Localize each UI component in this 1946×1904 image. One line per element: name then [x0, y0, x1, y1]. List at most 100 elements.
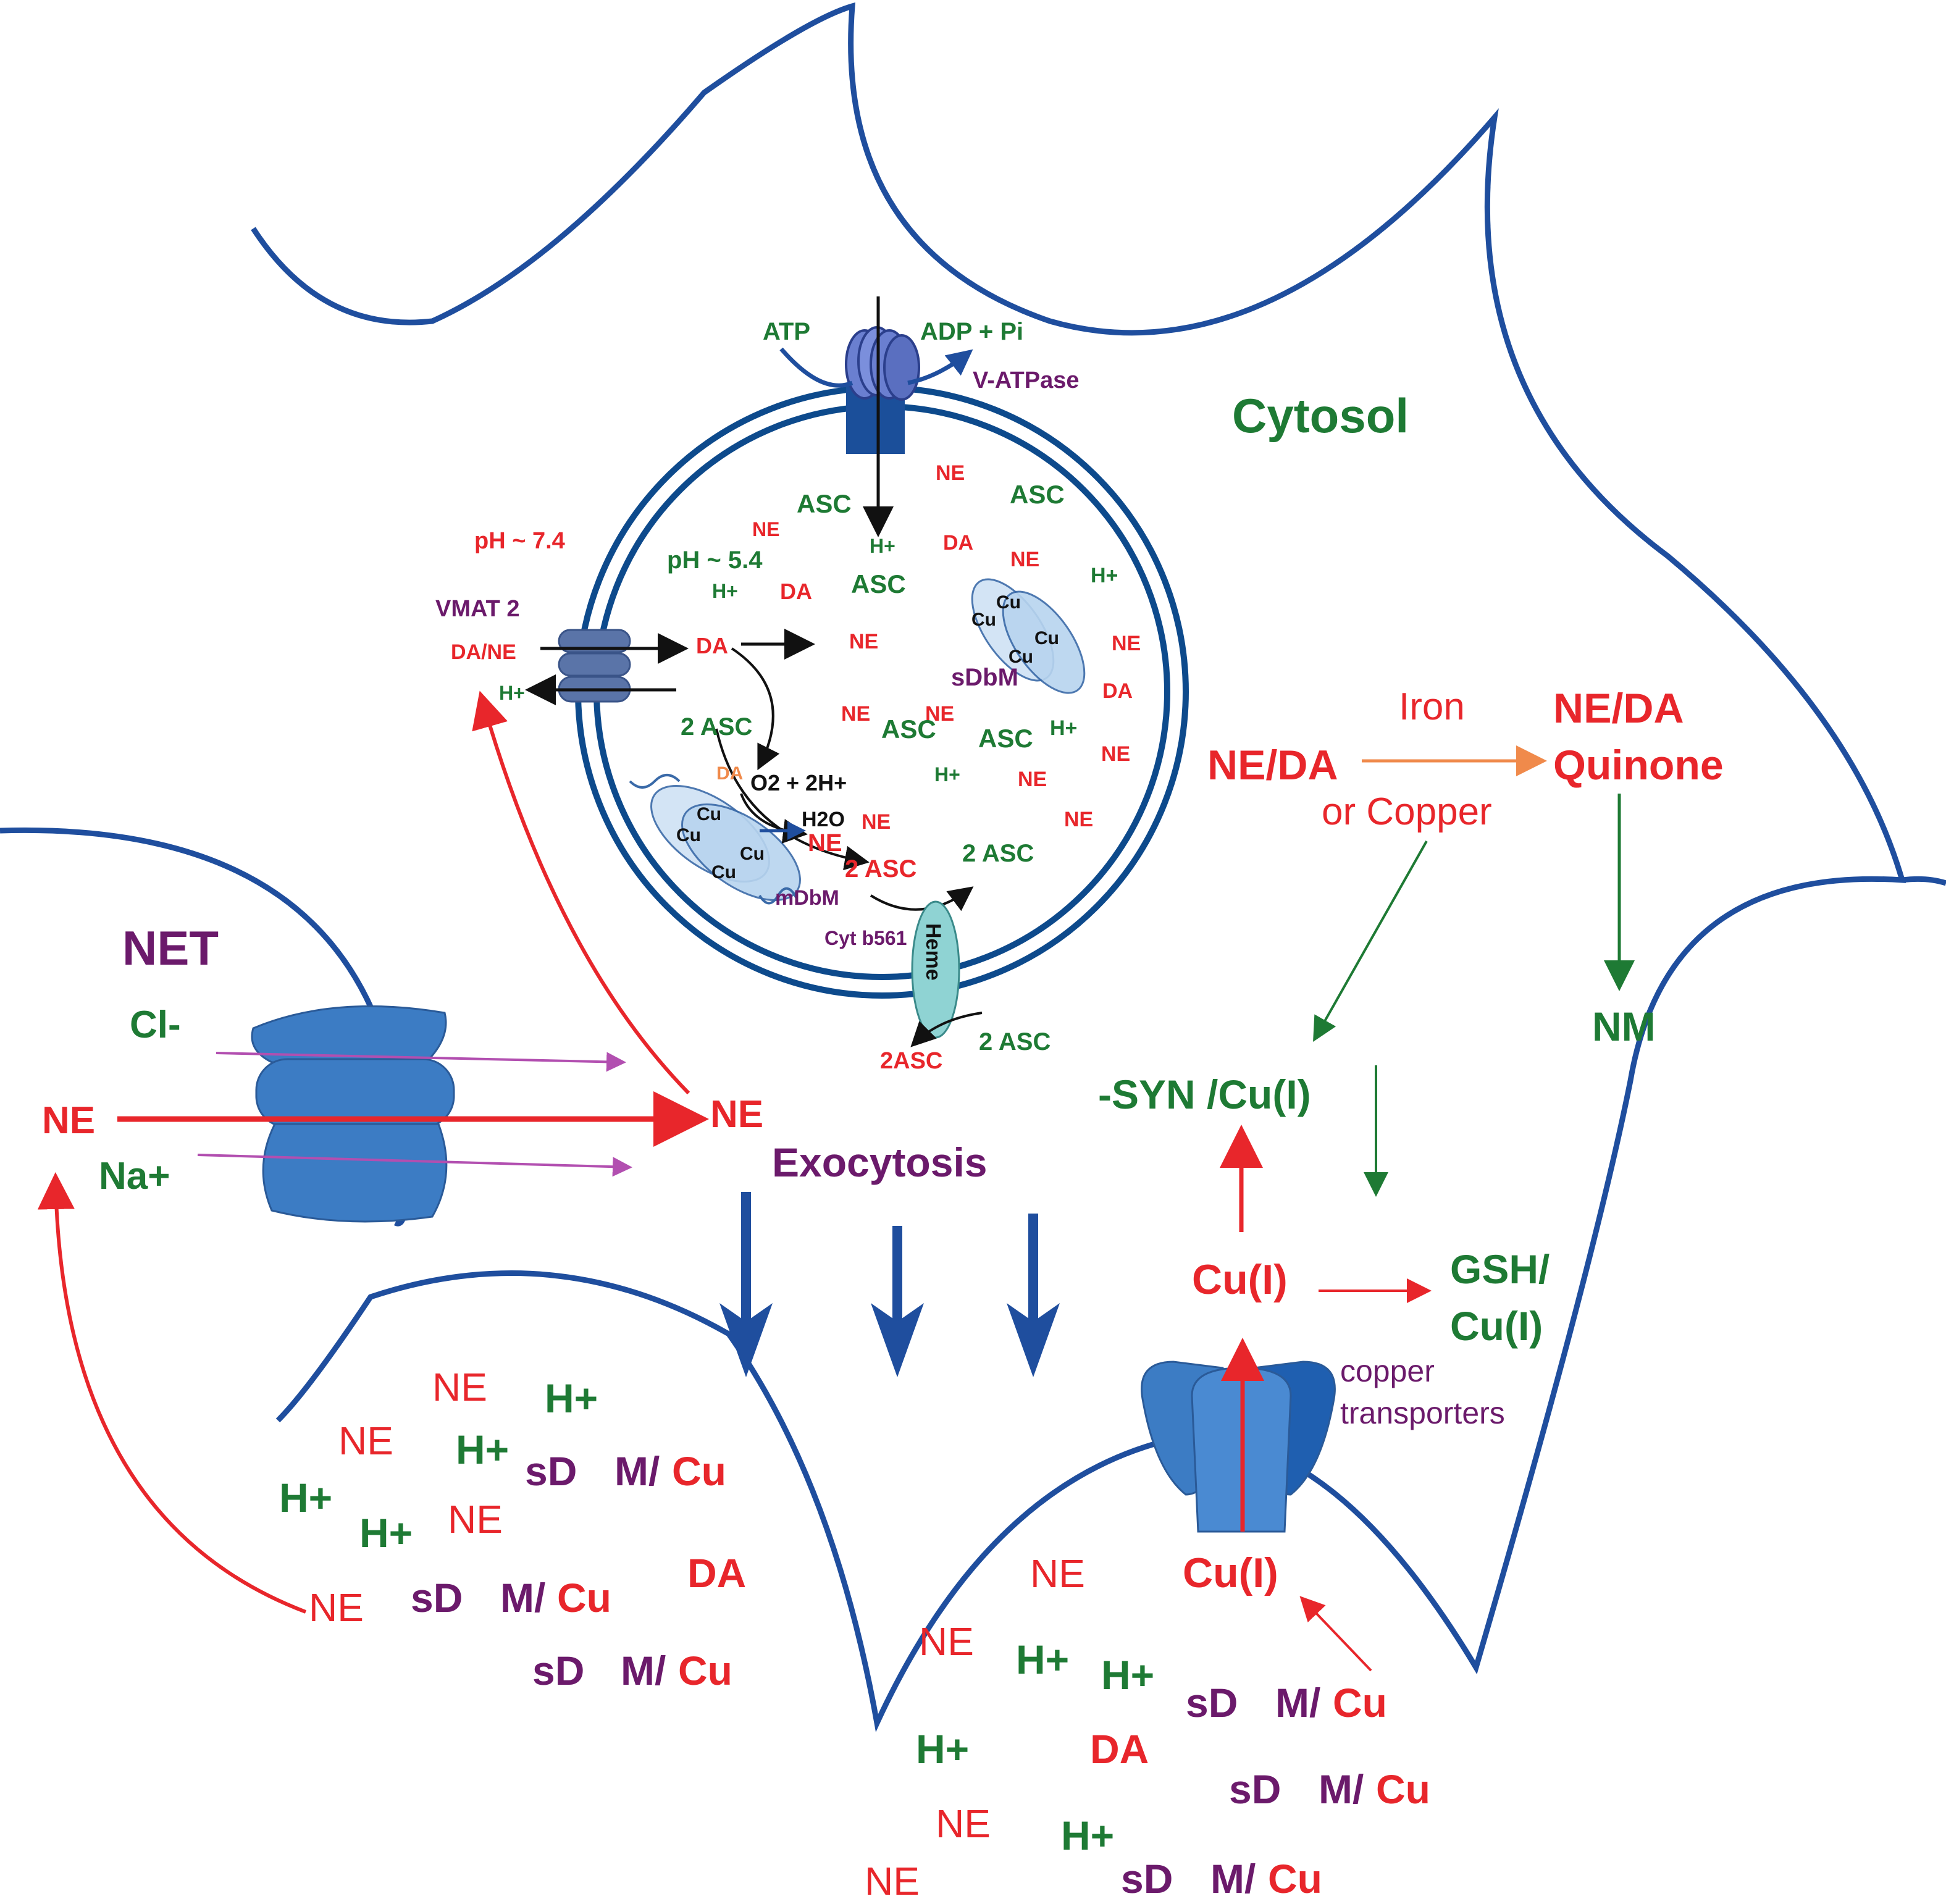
gsh-cu-label: Cu(I): [1450, 1303, 1543, 1349]
vesicle-inner: [593, 403, 1170, 980]
mdbm-label: mDbM: [775, 886, 839, 910]
chloride-label: Cl-: [130, 1004, 181, 1046]
cleft-m: M/: [621, 1648, 666, 1693]
cell-membrane-right: [1902, 876, 1946, 886]
cleft-ne: NE: [865, 1859, 920, 1901]
ph-cytosol-label: pH ~ 7.4: [474, 528, 565, 554]
o2-2h-label: O2 + 2H+: [750, 770, 847, 795]
h2o-label: H2O: [802, 808, 845, 831]
adp-pi-label: ADP + Pi: [920, 318, 1023, 345]
vesicle-h: H+: [1091, 564, 1118, 587]
copper-transporters-label-2: transporters: [1340, 1396, 1505, 1430]
vesicle-ne: NE: [1112, 632, 1141, 655]
v-atpase-label: V-ATPase: [973, 367, 1079, 393]
vesicle-ne: NE: [1101, 742, 1130, 766]
vesicle-h: H+: [712, 580, 738, 602]
cu-label: Cu: [971, 610, 996, 630]
vesicle-two-asc: 2 ASC: [681, 713, 752, 740]
cleft-ne: NE: [338, 1419, 393, 1463]
cleft-h: H+: [916, 1726, 969, 1772]
ne-outside-label: NE: [42, 1099, 95, 1142]
vesicle-da: DA: [780, 579, 812, 604]
cleft-h: H+: [1061, 1813, 1114, 1858]
cytosol-label: Cytosol: [1232, 388, 1409, 443]
cu-i-outside-label: Cu(I): [1183, 1550, 1278, 1596]
nm-label: NM: [1592, 1004, 1656, 1049]
vesicle-asc: ASC: [851, 569, 906, 598]
cleft-cu: Cu: [678, 1648, 732, 1693]
cleft-cu: Cu: [557, 1575, 611, 1621]
cu-label: Cu: [1034, 628, 1059, 648]
copper-transporters-label: copper: [1340, 1354, 1435, 1388]
cleft-cu: Cu: [672, 1448, 726, 1494]
cleft-m: M/: [1319, 1766, 1364, 1812]
cleft-da: DA: [1090, 1726, 1149, 1772]
cleft-ne: NE: [1030, 1551, 1085, 1596]
copper-transporter-icon: [1141, 1361, 1336, 1533]
dbm-enzyme-icon: [971, 578, 1086, 694]
cleft-ne: NE: [309, 1585, 364, 1630]
cu-i-label: Cu(I): [1192, 1256, 1288, 1303]
vesicle-ne: NE: [936, 461, 965, 485]
cleft-h: H+: [359, 1510, 413, 1556]
sodium-label: Na+: [99, 1155, 170, 1197]
heme-label: Heme: [921, 923, 945, 981]
vesicle-ne: NE: [1018, 768, 1047, 791]
vesicle-ne: NE: [862, 810, 891, 834]
vesicle-two-asc: 2 ASC: [962, 840, 1034, 867]
vesicle-outer: [575, 385, 1189, 999]
syn-cu-label: -SYN /Cu(I): [1098, 1072, 1311, 1117]
cleft-ne: NE: [448, 1497, 503, 1541]
cleft-sd: sD: [532, 1648, 584, 1693]
vesicle-da: DA: [1102, 679, 1133, 703]
vesicle-da-small: DA: [716, 763, 743, 784]
atp-label: ATP: [763, 318, 810, 345]
vesicle-h: H+: [934, 763, 960, 786]
vesicle-asc: ASC: [881, 715, 936, 744]
cleft-cu: Cu: [1333, 1680, 1387, 1726]
vesicle-asc: ASC: [1010, 480, 1065, 509]
ne-cytosol-label: NE: [710, 1093, 763, 1136]
cu-label: Cu: [1009, 647, 1033, 667]
cleft-ne: NE: [919, 1619, 974, 1664]
cu-label: Cu: [697, 804, 721, 824]
vesicle-ne-product: NE: [808, 829, 842, 857]
two-asc-heme: 2 ASC: [979, 1028, 1051, 1055]
cyt-b561-label: Cyt b561: [824, 927, 907, 949]
cleft-h: H+: [1101, 1652, 1154, 1698]
cleft-da: DA: [687, 1550, 746, 1596]
iron-label: Iron: [1399, 686, 1465, 728]
cleft-m: M/: [1210, 1856, 1256, 1901]
cleft-sd: sD: [525, 1448, 577, 1494]
cu-label: Cu: [676, 825, 701, 845]
vesicle-ne: NE: [925, 702, 954, 726]
vesicle-h: H+: [1050, 716, 1077, 740]
vesicle-asc: ASC: [797, 489, 852, 518]
gsh-label: GSH/: [1450, 1246, 1550, 1292]
vesicle-ne: NE: [1010, 548, 1039, 571]
cell-membrane-main: [251, 2, 1906, 1732]
cu-label: Cu: [711, 862, 736, 883]
exocytosis-arrows: [719, 1192, 1060, 1377]
vesicle-two-asc-red: 2 ASC: [845, 855, 916, 883]
net-transporter-icon: [251, 1005, 455, 1223]
cleft-sd: sD: [1121, 1856, 1173, 1901]
cleft-ne: NE: [936, 1801, 991, 1846]
cleft-sd: sD: [1186, 1680, 1238, 1726]
quinone-label: Quinone: [1553, 742, 1724, 789]
cleft-cu: Cu: [1376, 1766, 1430, 1812]
two-asc-dot-label: 2ASC: [880, 1048, 942, 1074]
vesicle-ne: NE: [849, 630, 878, 653]
vmat2-label: VMAT 2: [435, 596, 520, 622]
cleft-m: M/: [500, 1575, 545, 1621]
vesicle-ne: NE: [841, 702, 870, 726]
cleft-m: M/: [1275, 1680, 1320, 1726]
cleft-sd: sD: [1229, 1766, 1281, 1812]
vesicle-da: DA: [696, 633, 728, 658]
cleft-m: M/: [614, 1448, 660, 1494]
sdbm-label: sDbM: [951, 664, 1018, 691]
vmat-h-label: H+: [499, 682, 525, 704]
vesicle-ne: NE: [1064, 808, 1093, 831]
dbm-enzyme-icon-membrane: [629, 774, 801, 905]
